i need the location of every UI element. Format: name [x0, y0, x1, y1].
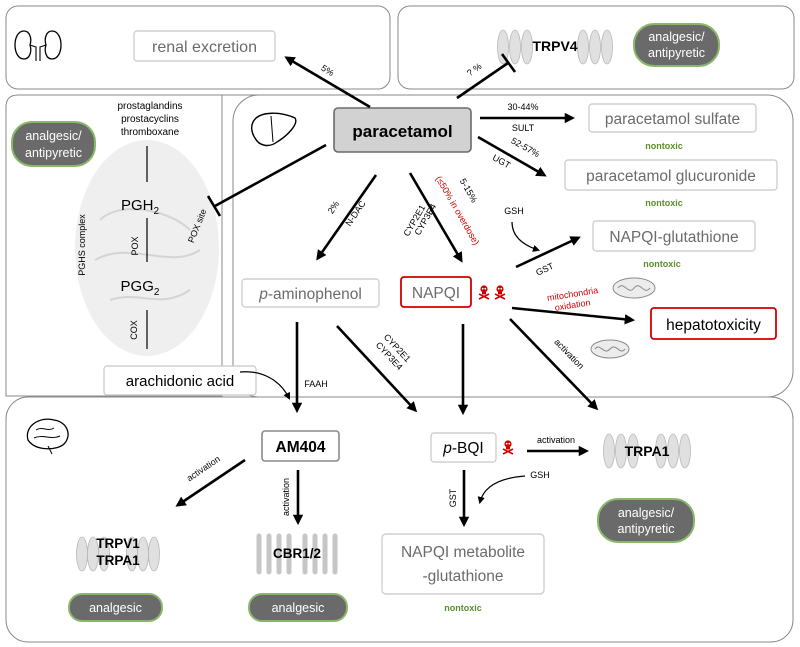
trpv1-label: TRPV1	[96, 536, 140, 551]
pox-label: POX	[130, 236, 140, 255]
arrow-to-renal	[284, 56, 371, 109]
cox-label: COX	[129, 320, 139, 340]
gst-label-1: GST	[534, 261, 555, 278]
activation-label-1: activation	[552, 337, 586, 371]
inhibit-trpv4	[456, 61, 509, 100]
napqi-pct-label: 5-15%	[458, 177, 480, 205]
hepatotoxicity-label: hepatotoxicity	[666, 317, 761, 334]
inhibit-pox-site	[214, 143, 327, 208]
trpa1-label-left: TRPA1	[96, 553, 140, 568]
p-aminophenol-label: p-aminophenol	[258, 286, 362, 303]
activation-label-3: activation	[281, 478, 291, 516]
analgesic-antipyretic-pill-top	[633, 23, 720, 67]
pill-top-line1: analgesic/	[648, 30, 705, 44]
pgh-region	[5, 94, 260, 397]
pill-right-line1: analgesic/	[618, 506, 675, 520]
metabolite-glutathione-box	[381, 533, 545, 595]
pgg2-label: PGG2	[121, 278, 160, 298]
paracetamol-sulfate-label: paracetamol sulfate	[605, 111, 740, 128]
ndac-label: N-DAC	[343, 198, 368, 228]
napqi-overdose-label: (≤50% in overdose)	[434, 174, 482, 247]
faah-label: FAAH	[304, 379, 328, 389]
cbr12-label: CBR1/2	[273, 546, 321, 561]
ndac-pct-label: 2%	[326, 199, 342, 215]
arrow-to-napqi	[408, 172, 463, 263]
liver-icon	[250, 112, 297, 147]
skull-crossbones-icon	[502, 439, 514, 455]
paracetamol-sulfate-box	[588, 103, 757, 133]
pghs-complex-label: PGHS complex	[77, 214, 87, 276]
arrow-am404-to-trpv1	[175, 458, 246, 507]
pgh2-label: PGH2	[121, 197, 160, 217]
arrow-to-p-bqi-1	[336, 325, 418, 413]
analgesic-pill-center	[248, 593, 348, 622]
arrow-to-p-aminophenol	[316, 174, 378, 261]
trpv4-pct-label: ? %	[465, 61, 483, 78]
analgesic-antipyretic-pill-right	[597, 498, 695, 543]
skull-crossbones-icon	[478, 284, 506, 300]
paracetamol-glucuronide-label: paracetamol glucuronide	[586, 168, 756, 185]
arachidonic-curve	[239, 371, 290, 400]
metabolite-line2: -glutathione	[422, 568, 503, 585]
analgesic-pill-left	[68, 593, 163, 622]
arrow-to-napqi-glutathione	[515, 236, 581, 269]
p-aminophenol-box	[241, 278, 380, 308]
hepatotoxicity-box	[650, 307, 777, 340]
p-bqi-label: p-BQI	[442, 440, 484, 457]
thromboxane-label: thromboxane	[121, 127, 180, 138]
pill-right-line2: antipyretic	[618, 522, 675, 536]
prostacyclins-label: prostacyclins	[121, 114, 179, 125]
renal-excretion-label: renal excretion	[152, 39, 257, 56]
pill-left-line1: analgesic/	[25, 129, 82, 143]
gsh-label-2: GSH	[530, 470, 550, 480]
sult-label: SULT	[512, 123, 535, 133]
activation-label-4: activation	[537, 435, 575, 445]
gsh-curve-1	[511, 221, 541, 252]
napqi-glutathione-box	[592, 220, 756, 252]
napqi-glutathione-nontoxic: nontoxic	[643, 259, 681, 269]
sulfate-pct-label: 30-44%	[507, 102, 538, 112]
kidney-icon	[14, 30, 62, 61]
arrow-to-glucuronide	[477, 135, 547, 177]
analgesic-antipyretic-pill-left	[11, 121, 96, 167]
pill-left-line2: antipyretic	[25, 146, 82, 160]
napqi-glutathione-label: NAPQI-glutathione	[609, 229, 738, 246]
gsh-label-1: GSH	[504, 206, 524, 216]
trpa1-label-right: TRPA1	[625, 443, 670, 459]
analgesic-pill-center-label: analgesic	[272, 601, 325, 615]
metabolite-line1: NAPQI metabolite	[401, 544, 525, 561]
brain-icon	[26, 418, 69, 455]
trpv4-label: TRPV4	[532, 38, 577, 54]
paracetamol-box	[333, 107, 472, 153]
pill-top-line2: antipyretic	[648, 46, 705, 60]
paracetamol-glucuronide-box	[564, 159, 778, 191]
renal-region	[5, 5, 391, 90]
glucuronide-pct-label: 52-57%	[509, 135, 541, 159]
brain-region	[5, 396, 794, 643]
gsh-curve-2	[477, 475, 526, 505]
renal-pct-label: 5%	[319, 63, 335, 78]
arrow-to-hepatotoxicity	[511, 306, 636, 325]
glucuronide-nontoxic: nontoxic	[645, 198, 683, 208]
renal-excretion-box	[133, 30, 276, 62]
analgesic-pill-left-label: analgesic	[89, 601, 142, 615]
am404-box	[261, 430, 340, 462]
trpv4-region	[397, 5, 795, 90]
p-bqi-box	[430, 432, 497, 463]
napqi-label: NAPQI	[412, 285, 460, 302]
napqi-box	[400, 276, 472, 308]
sulfate-nontoxic: nontoxic	[645, 141, 683, 151]
prostaglandins-label: prostaglandins	[117, 101, 182, 112]
arachidonic-acid-box	[103, 365, 257, 396]
am404-label: AM404	[276, 439, 326, 456]
receptor-icon	[256, 533, 338, 575]
paracetamol-label: paracetamol	[352, 122, 452, 141]
arachidonic-acid-label: arachidonic acid	[126, 373, 234, 390]
mitochondria-icon	[590, 277, 656, 359]
arrow-napqi-to-trpa1	[509, 318, 599, 411]
gst-label-2: GST	[448, 488, 458, 507]
metabolite-nontoxic: nontoxic	[444, 603, 482, 613]
